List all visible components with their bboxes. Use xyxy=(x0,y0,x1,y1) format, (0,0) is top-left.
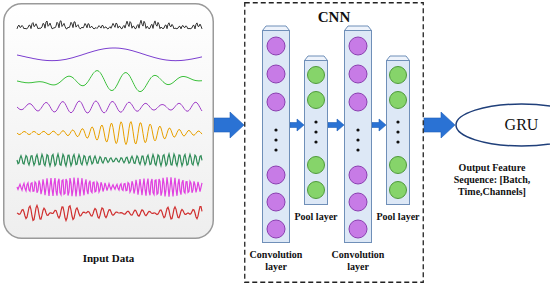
ellipse-outline xyxy=(456,104,550,146)
waveform xyxy=(17,71,202,92)
layer-bar xyxy=(263,31,290,243)
group-title: CNN xyxy=(244,9,424,26)
neuron-circle xyxy=(308,92,325,109)
panel-outline xyxy=(4,4,214,239)
neuron-circle xyxy=(349,193,367,211)
neuron-circle xyxy=(349,93,367,111)
node-shape xyxy=(386,60,410,205)
node-shape xyxy=(304,60,328,205)
ellipsis-dot xyxy=(356,128,359,131)
ellipsis-dot xyxy=(274,128,277,131)
cnn-group-box: CNNConvolution layerPool layerConvolutio… xyxy=(244,2,424,283)
neuron-circle xyxy=(308,157,325,174)
neuron-circle xyxy=(308,182,325,199)
waveform xyxy=(17,122,202,145)
waveform xyxy=(17,154,202,166)
ellipsis-dot xyxy=(314,130,317,133)
flow-arrow xyxy=(290,119,304,131)
ellipsis-dot xyxy=(314,120,317,123)
node-shape xyxy=(344,30,372,243)
neuron-circle xyxy=(349,37,367,55)
layer-label: Convolution layer xyxy=(247,249,305,273)
layer-bar xyxy=(345,31,372,243)
neuron-circle xyxy=(267,166,285,184)
flow-arrow xyxy=(214,112,244,138)
flow-arrow xyxy=(372,119,386,131)
input-panel: Input Data xyxy=(3,3,214,239)
ellipsis-dot xyxy=(356,148,359,151)
convolution-bar: Convolution layer xyxy=(262,30,290,243)
neuron-circle xyxy=(267,193,285,211)
neuron-circle xyxy=(267,65,285,83)
layer-label: Pool layer xyxy=(294,211,337,223)
bar-top xyxy=(387,56,410,61)
neuron-circle xyxy=(308,67,325,84)
layer-label: Pool layer xyxy=(376,211,419,223)
neuron-circle xyxy=(349,220,367,238)
bar-top xyxy=(263,26,290,31)
neuron-circle xyxy=(390,182,407,199)
bar-top xyxy=(305,56,328,61)
layer-label: Convolution layer xyxy=(329,249,387,273)
layer-bar xyxy=(305,61,328,205)
ellipsis-dot xyxy=(356,138,359,141)
neuron-circle xyxy=(349,166,367,184)
waveform xyxy=(17,48,202,61)
ellipsis-dot xyxy=(274,148,277,151)
neuron-circle xyxy=(390,67,407,84)
ellipsis-dot xyxy=(396,130,399,133)
waveform xyxy=(17,205,202,220)
neuron-circle xyxy=(390,157,407,174)
waveform xyxy=(17,20,202,29)
layer-bar xyxy=(387,61,410,205)
waveform xyxy=(17,101,202,113)
flow-arrow xyxy=(424,112,455,138)
neuron-circle xyxy=(267,220,285,238)
convolution-bar: Convolution layer xyxy=(344,30,372,243)
node-shape xyxy=(262,30,290,243)
bar-top xyxy=(345,26,372,31)
ellipsis-dot xyxy=(274,138,277,141)
neuron-circle xyxy=(390,92,407,109)
neuron-circle xyxy=(267,93,285,111)
ellipsis-dot xyxy=(314,140,317,143)
ellipsis-dot xyxy=(396,140,399,143)
panel-label: Input Data xyxy=(83,252,135,264)
neuron-circle xyxy=(267,37,285,55)
ellipsis-dot xyxy=(396,120,399,123)
gru-label: GRU xyxy=(455,116,550,134)
waveform xyxy=(17,177,202,196)
pool-bar: Pool layer xyxy=(304,60,328,205)
flow-arrow xyxy=(328,119,344,131)
dashed-outline xyxy=(245,3,424,283)
neuron-circle xyxy=(349,65,367,83)
node-shape xyxy=(3,3,214,239)
gru-ellipse: GRU xyxy=(455,103,550,147)
output-note: Output Feature Sequence: [Batch, Time,Ch… xyxy=(436,162,548,198)
pool-bar: Pool layer xyxy=(386,60,410,205)
